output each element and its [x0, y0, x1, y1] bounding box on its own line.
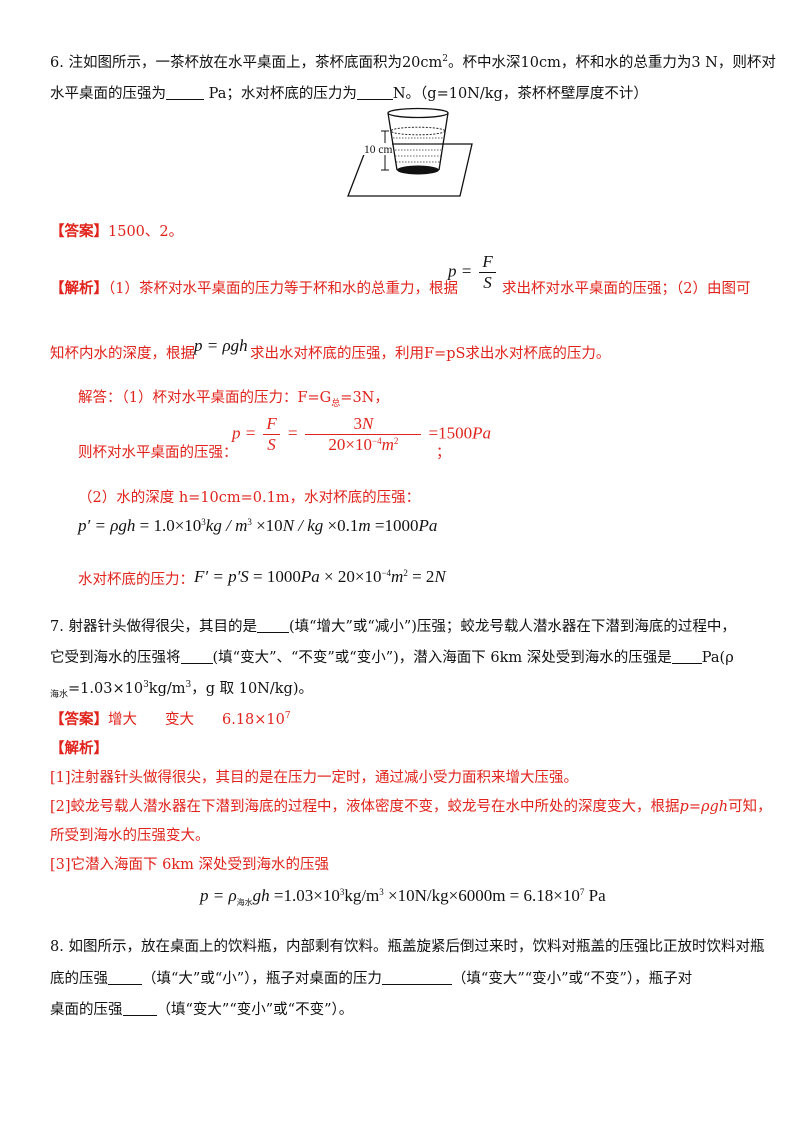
answer-blank	[166, 86, 204, 100]
answer-blank	[256, 619, 289, 633]
q6-solution-step2-label: 则杯对水平桌面的压强：	[78, 445, 238, 461]
q6-semicolon: ；	[436, 445, 451, 461]
q7-stem-line3: 海水=1.03×103kg/m3，g 取 10N/kg)。	[50, 680, 313, 700]
answer-blank	[108, 971, 142, 985]
q6-water-force-formula: F′ = p′S = 1000Pa × 20×10−4m2 = 2N	[194, 567, 446, 586]
q8-stem-line3: 桌面的压强（填“变大”“变小”或“不变”）。	[50, 1002, 354, 1018]
answer-blank	[356, 86, 393, 100]
q8-stem-line1: 8. 如图所示，放在桌面上的饮料瓶，内部剩有饮料。瓶盖旋紧后倒过来时，饮料对瓶盖…	[50, 939, 765, 955]
q6-analysis-line1: 【解析】（1）茶杯对水平桌面的压力等于杯和水的总重力，根据	[50, 280, 458, 297]
depth-label: 10 cm	[364, 144, 392, 156]
q6-analysis-line2: 知杯内水的深度，根据	[50, 346, 195, 362]
q7-stem-line1: 7. 射器针头做得很尖，其目的是(填“增大”或“减小”)压强；蛟龙号载人潜水器在…	[50, 619, 736, 635]
formula-p-rho-g-h: p = ρgh	[194, 336, 248, 355]
q7-analysis-4: [3]它潜入海面下 6km 深处受到海水的压强	[50, 857, 330, 873]
answer-blank	[180, 650, 213, 664]
q6-solution-step5-label: 水对杯底的压力：	[78, 572, 194, 588]
q6-answer: 【答案】1500、2。	[50, 223, 184, 240]
q6-analysis-line2b: 求出水对杯底的压强，利用F=pS求出水对杯底的压力。	[250, 346, 611, 362]
q7-pressure-formula: p = ρ海水gh =1.03×103kg/m3 ×10N/kg×6000m =…	[200, 886, 606, 907]
q7-analysis-3: 所受到海水的压强变大。	[50, 828, 210, 844]
answer-blank	[122, 1002, 157, 1016]
q7-stem-line2: 它受到海水的压强将(填“变大”、“不变”或“变小”)，潜入海面下 6km 深处受…	[50, 650, 734, 666]
q6-solution-step3: （2）水的深度 h=10cm=0.1m，水对杯底的压强：	[78, 490, 421, 506]
q6-solution-step1: 解答：（1）杯对水平桌面的压力：F=G总=3N，	[78, 390, 389, 409]
q8-stem-line2: 底的压强（填“大”或“小”），瓶子对桌面的压力（填“变大”“变小”或“不变”），…	[50, 971, 693, 987]
answer-blank	[381, 971, 452, 985]
q7-analysis-tag: 【解析】	[50, 740, 108, 757]
q6-water-pressure-formula: p′ = ρgh = 1.0×103kg / m3 ×10N / kg ×0.1…	[78, 516, 438, 535]
teacup-on-table-figure: 10 cm	[347, 107, 473, 197]
q7-analysis-2: [2]蛟龙号载人潜水器在下潜到海底的过程中，液体密度不变，蛟龙号在水中所处的深度…	[50, 799, 772, 815]
q6-analysis-line1b: 求出杯对水平桌面的压强；（2）由图可	[502, 281, 751, 297]
q6-stem-line1: 6. 注如图所示，一茶杯放在水平桌面上，茶杯底面积为20cm2。杯中水深10cm…	[50, 54, 776, 71]
q7-analysis-1: [1]注射器针头做得很尖，其目的是在压力一定时，通过减小受力面积来增大压强。	[50, 770, 579, 786]
answer-blank	[671, 650, 702, 664]
